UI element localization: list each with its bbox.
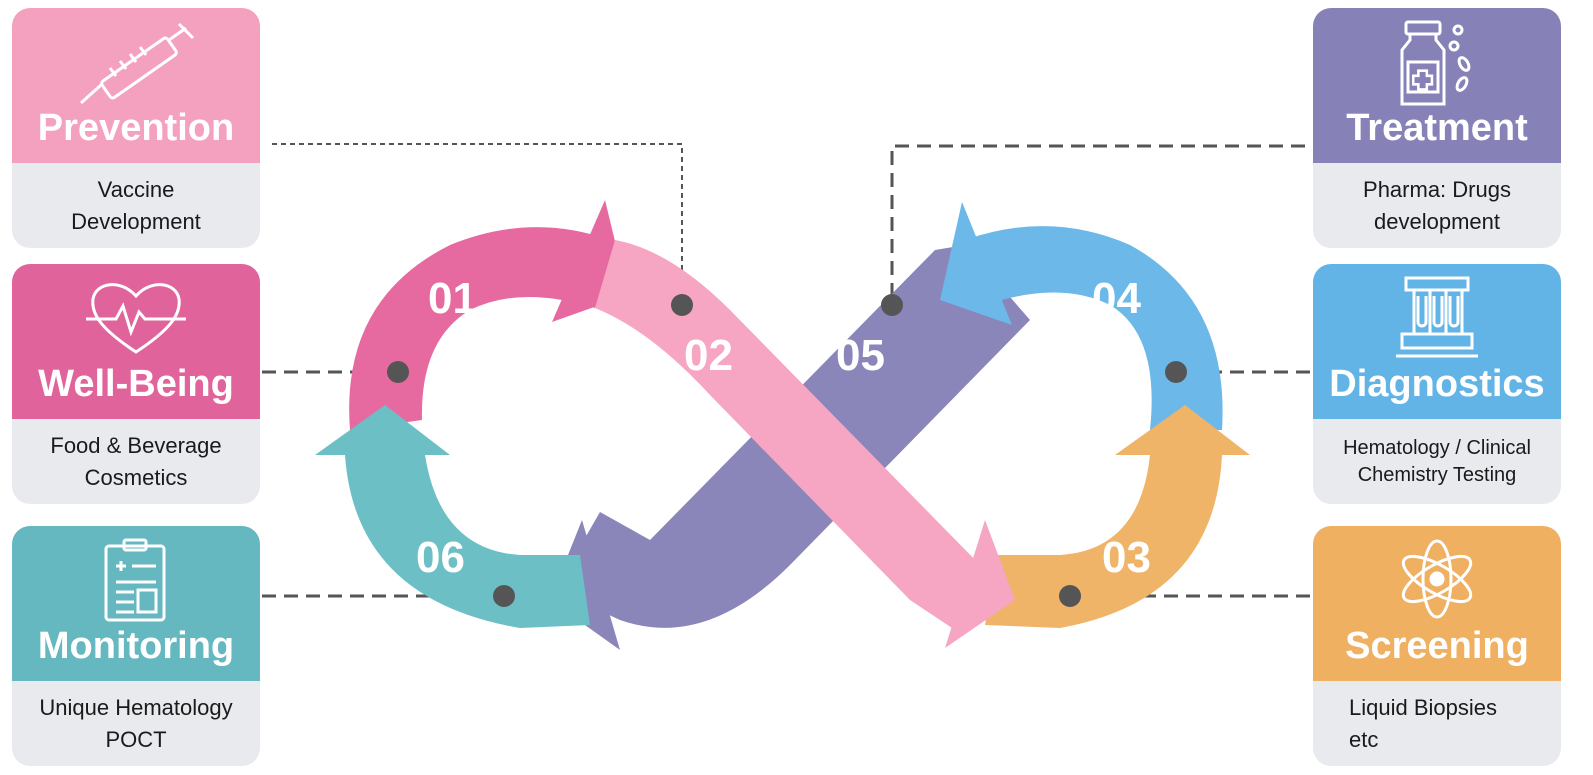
desc-line-2: POCT: [105, 726, 167, 752]
dot-04: [1165, 361, 1187, 383]
card-wellbeing: Well-Being Food & Beverage Cosmetics: [12, 264, 260, 504]
medicine-bottle-icon: [1313, 18, 1561, 106]
card-description: Food & Beverage Cosmetics: [12, 419, 260, 504]
clipboard-icon: [12, 536, 260, 622]
desc-line-1: Pharma: Drugs: [1363, 176, 1511, 202]
step-number-05: 05: [836, 331, 885, 380]
arrow-segment-01: [349, 200, 628, 430]
card-diagnostics: Diagnostics Hematology / Clinical Chemis…: [1313, 264, 1561, 504]
arrow-segment-03: [985, 405, 1250, 628]
card-title: Diagnostics: [1329, 363, 1545, 405]
desc-line-1: Hematology / Clinical: [1343, 436, 1531, 459]
dot-01: [387, 361, 409, 383]
card-description: Liquid Biopsies etc: [1313, 681, 1561, 766]
step-number-02: 02: [684, 331, 733, 380]
card-header: Diagnostics: [1313, 264, 1561, 419]
card-title: Screening: [1345, 625, 1529, 667]
arrow-segment-04: [940, 202, 1223, 430]
desc-line-2: development: [1374, 208, 1500, 234]
card-header: Treatment: [1313, 8, 1561, 163]
connector-prevention: [272, 143, 683, 305]
arrow-segment-06: [315, 405, 590, 628]
card-description: Hematology / Clinical Chemistry Testing: [1313, 419, 1561, 504]
dot-03: [1059, 585, 1081, 607]
desc-line-1: Food & Beverage: [50, 432, 222, 458]
card-title: Prevention: [37, 107, 235, 149]
dot-06: [493, 585, 515, 607]
card-header: Prevention: [12, 8, 260, 163]
desc-line-2: Cosmetics: [84, 464, 188, 490]
desc-line-2: Development: [71, 208, 201, 234]
syringe-icon: [12, 18, 260, 105]
heart-pulse-icon: [12, 274, 260, 360]
card-title: Treatment: [1346, 107, 1528, 149]
test-tubes-icon: [1313, 274, 1561, 360]
desc-line-2: etc: [1349, 726, 1379, 752]
desc-line-1: Unique Hematology: [39, 694, 233, 720]
step-number-06: 06: [416, 533, 465, 582]
card-description: Vaccine Development: [12, 163, 260, 248]
step-number-04: 04: [1092, 274, 1141, 323]
card-header: Screening: [1313, 526, 1561, 681]
card-prevention: Prevention Vaccine Development: [12, 8, 260, 248]
card-screening: Screening Liquid Biopsies etc: [1313, 526, 1561, 766]
connector-treatment: [890, 144, 1305, 305]
card-description: Unique Hematology POCT: [12, 681, 260, 766]
card-title: Monitoring: [37, 625, 235, 667]
desc-line-2: Chemistry Testing: [1357, 463, 1517, 486]
desc-line-1: Vaccine: [97, 176, 175, 202]
card-monitoring: Monitoring Unique Hematology POCT: [12, 526, 260, 766]
card-header: Well-Being: [12, 264, 260, 419]
card-treatment: Treatment Pharma: Drugs development: [1313, 8, 1561, 248]
card-header: Monitoring: [12, 526, 260, 681]
atom-icon: [1313, 536, 1561, 622]
step-number-01: 01: [428, 274, 477, 323]
dot-02: [671, 294, 693, 316]
step-number-03: 03: [1102, 533, 1151, 582]
card-title: Well-Being: [38, 363, 234, 405]
card-description: Pharma: Drugs development: [1313, 163, 1561, 248]
dot-05: [881, 294, 903, 316]
desc-line-1: Liquid Biopsies: [1349, 694, 1497, 720]
connector-dots: [387, 294, 1187, 607]
arrow-segment-02: [595, 240, 1015, 648]
